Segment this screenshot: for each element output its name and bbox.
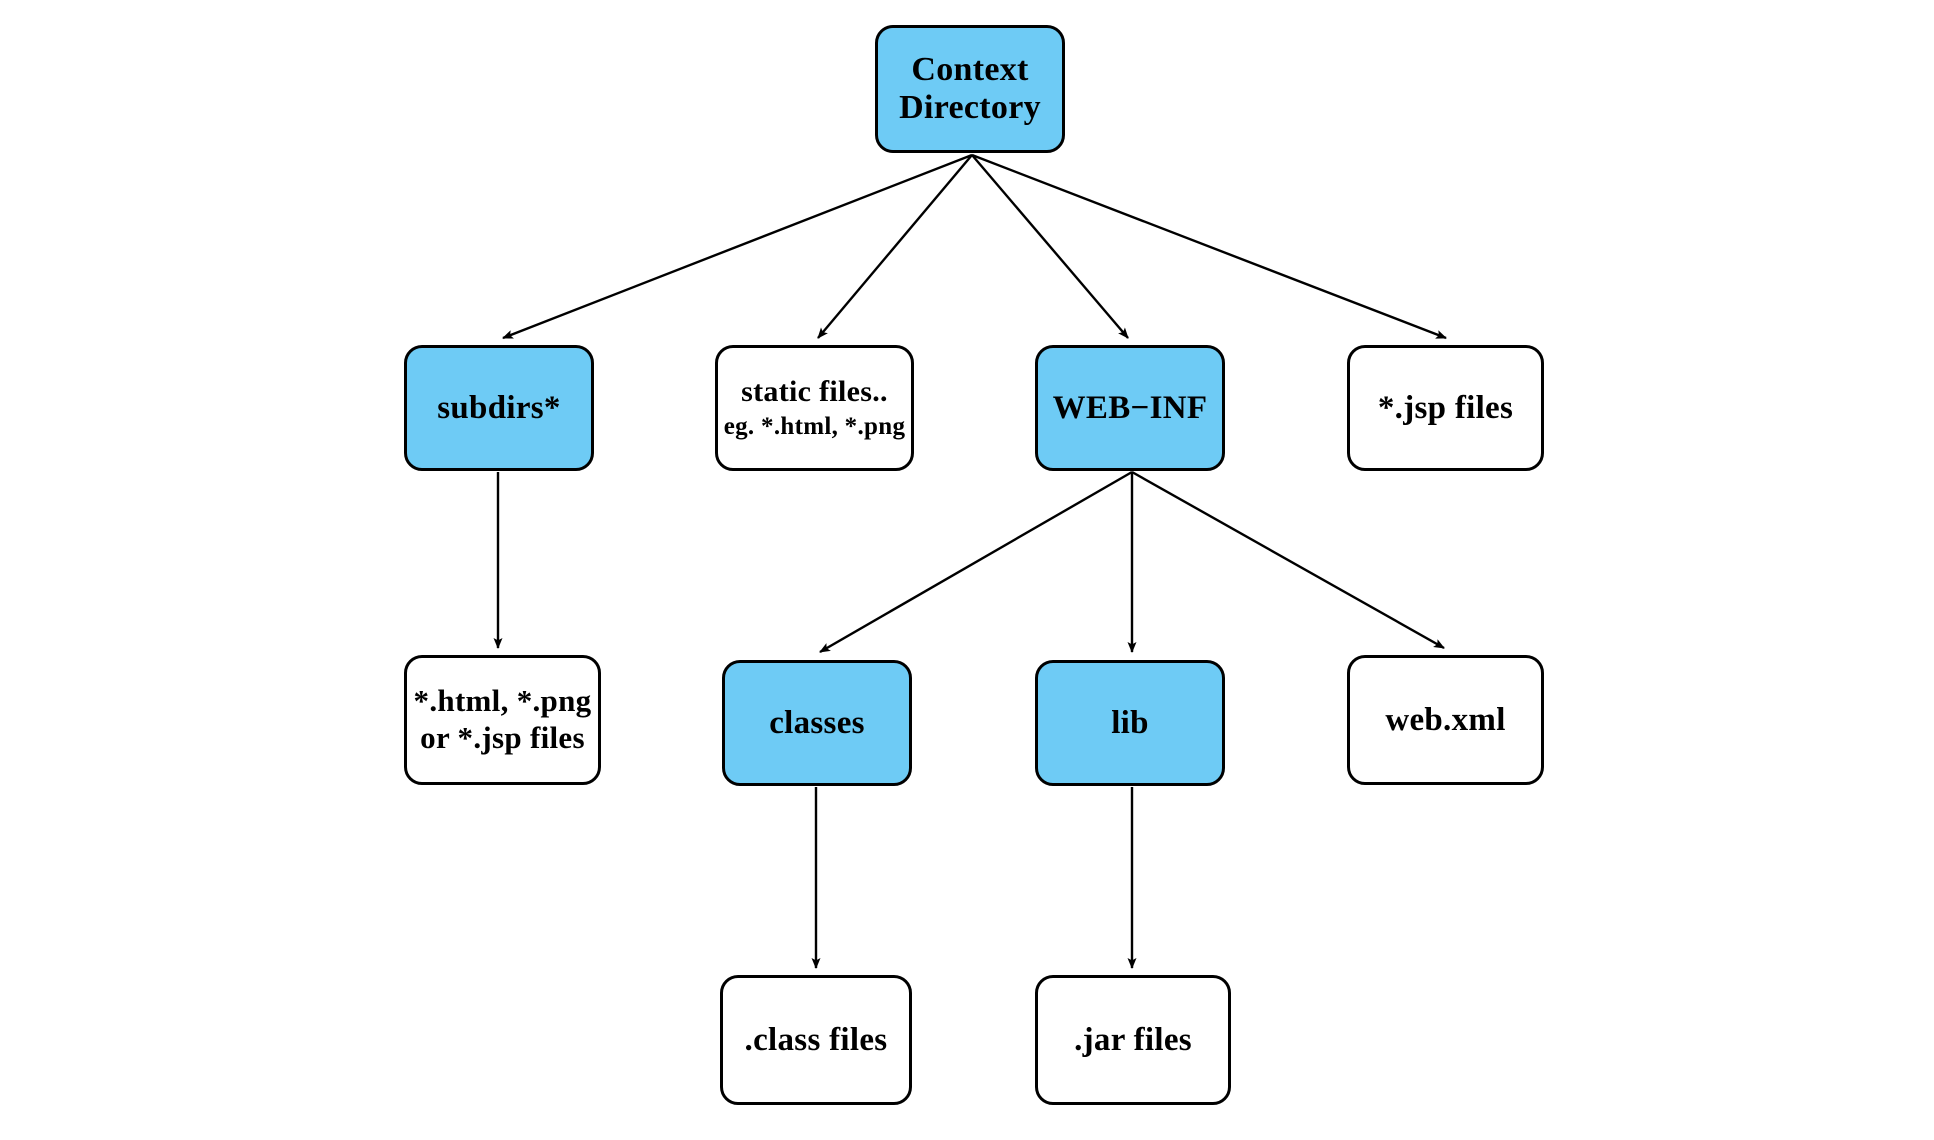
node-label-line1: *.jsp files: [1377, 389, 1514, 426]
node-web-inf[interactable]: WEB−INF: [1035, 345, 1225, 471]
node-jsp-files[interactable]: *.jsp files: [1347, 345, 1544, 471]
edge-web-inf-to-web-xml: [1131, 470, 1445, 650]
node-label-line1: .class files: [744, 1021, 888, 1058]
node-label-line1: static files..: [741, 375, 888, 409]
node-label-line2: or *.jsp files: [420, 720, 585, 755]
node-lib[interactable]: lib: [1035, 660, 1225, 786]
node-static-files[interactable]: static files.. eg. *.html, *.png: [715, 345, 914, 471]
edge-context-to-static-files: [817, 154, 973, 339]
node-label-line1: subdirs*: [437, 389, 561, 426]
edge-context-to-web-inf: [971, 154, 1129, 339]
node-classes[interactable]: classes: [722, 660, 912, 786]
node-label-line1: lib: [1111, 704, 1149, 741]
node-label-line1: classes: [769, 704, 865, 741]
edge-context-to-jsp-files: [971, 153, 1447, 340]
node-jar-files[interactable]: .jar files: [1035, 975, 1231, 1105]
node-label-line1: Context: [911, 50, 1029, 88]
node-label-line1: .jar files: [1074, 1021, 1192, 1058]
node-label-line1: *.html, *.png: [413, 683, 592, 719]
node-label-line1: WEB−INF: [1052, 389, 1208, 426]
edge-web-inf-to-classes: [819, 470, 1133, 654]
node-label-line2: Directory: [899, 89, 1041, 126]
node-label-line2: eg. *.html, *.png: [723, 412, 906, 440]
node-html-png-jsp-files[interactable]: *.html, *.png or *.jsp files: [404, 655, 601, 785]
edge-context-to-subdirs: [502, 153, 973, 340]
node-context-directory[interactable]: Context Directory: [875, 25, 1065, 153]
node-web-xml[interactable]: web.xml: [1347, 655, 1544, 785]
node-class-files[interactable]: .class files: [720, 975, 912, 1105]
node-subdirs[interactable]: subdirs*: [404, 345, 594, 471]
node-label-line1: web.xml: [1385, 701, 1506, 738]
